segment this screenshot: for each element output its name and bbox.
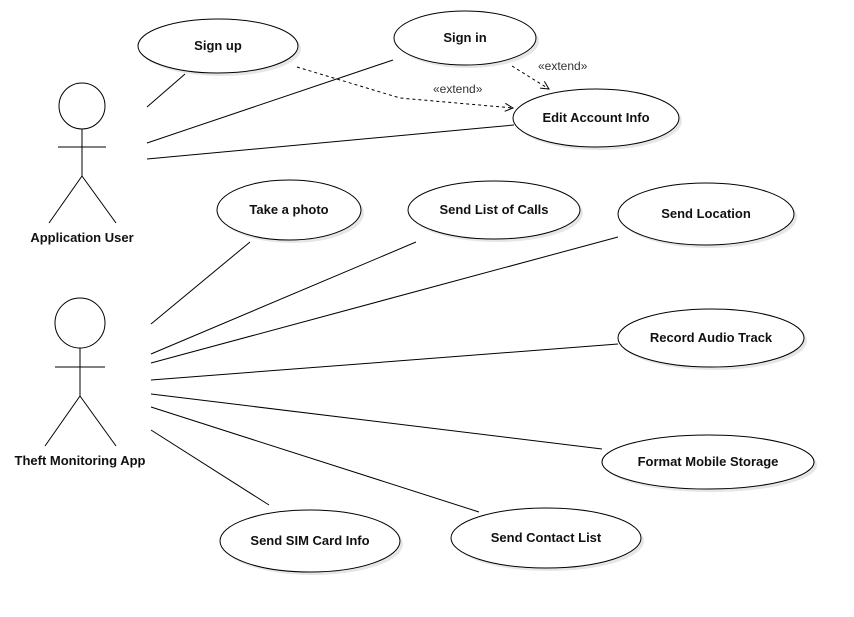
use-case-send-sim-card-info[interactable]: Send SIM Card Info — [219, 509, 403, 575]
actor-right-leg — [81, 175, 117, 224]
use-case-send-location[interactable]: Send Location — [617, 182, 797, 248]
use-case-label: Sign in — [443, 30, 486, 45]
actor-label: Theft Monitoring App — [15, 453, 146, 468]
use-case-label: Send Contact List — [491, 530, 602, 545]
assoc-user-signin — [146, 59, 394, 144]
extend-label-signup: «extend» — [433, 82, 483, 96]
use-case-send-list-of-calls[interactable]: Send List of Calls — [407, 180, 583, 242]
use-case-ellipse — [137, 18, 299, 74]
use-case-sign-in[interactable]: Sign in — [393, 10, 539, 68]
use-case-edit-account-info[interactable]: Edit Account Info — [512, 88, 682, 150]
use-case-record-audio-track[interactable]: Record Audio Track — [617, 308, 807, 370]
use-case-format-mobile-storage[interactable]: Format Mobile Storage — [601, 434, 817, 492]
use-case-ellipse — [512, 88, 680, 148]
assoc-app-take-photo — [150, 241, 251, 325]
assoc-app-send-calls — [150, 241, 417, 355]
assoc-user-signup — [146, 73, 186, 108]
assoc-app-record-audio — [150, 343, 619, 381]
use-case-label: Record Audio Track — [650, 330, 773, 345]
actor-head — [58, 82, 106, 130]
assoc-app-send-location — [150, 236, 619, 364]
use-case-label: Send SIM Card Info — [250, 533, 369, 548]
actor-theft-monitoring-app[interactable]: Theft Monitoring App — [15, 297, 146, 468]
use-case-label: Edit Account Info — [542, 110, 649, 125]
actor-left-leg — [44, 395, 81, 447]
assoc-app-send-contacts — [150, 406, 480, 513]
actor-left-leg — [48, 175, 83, 224]
use-case-ellipse — [617, 182, 795, 246]
assoc-app-format-storage — [150, 393, 603, 450]
use-case-label: Send List of Calls — [439, 202, 548, 217]
use-case-ellipse — [450, 507, 642, 569]
use-case-label: Send Location — [661, 206, 751, 221]
use-case-take-a-photo[interactable]: Take a photo — [216, 179, 364, 243]
extend-signin-edit — [511, 65, 549, 89]
actor-right-leg — [79, 395, 117, 447]
use-case-label: Sign up — [194, 38, 242, 53]
use-case-sign-up[interactable]: Sign up — [137, 18, 301, 76]
use-case-ellipse — [601, 434, 815, 490]
actor-label: Application User — [30, 230, 133, 245]
extend-label-signin: «extend» — [538, 59, 588, 73]
use-case-ellipse — [393, 10, 537, 66]
use-case-label: Format Mobile Storage — [638, 454, 779, 469]
use-case-label: Take a photo — [249, 202, 328, 217]
use-case-ellipse — [219, 509, 401, 573]
use-case-send-contact-list[interactable]: Send Contact List — [450, 507, 644, 571]
use-case-ellipse — [617, 308, 805, 368]
actor-head — [54, 297, 106, 349]
use-case-ellipse — [216, 179, 362, 241]
assoc-user-edit-account — [146, 124, 515, 160]
actor-application-user[interactable]: Application User — [30, 82, 134, 245]
assoc-app-send-sim — [150, 429, 270, 506]
use-case-ellipse — [407, 180, 581, 240]
